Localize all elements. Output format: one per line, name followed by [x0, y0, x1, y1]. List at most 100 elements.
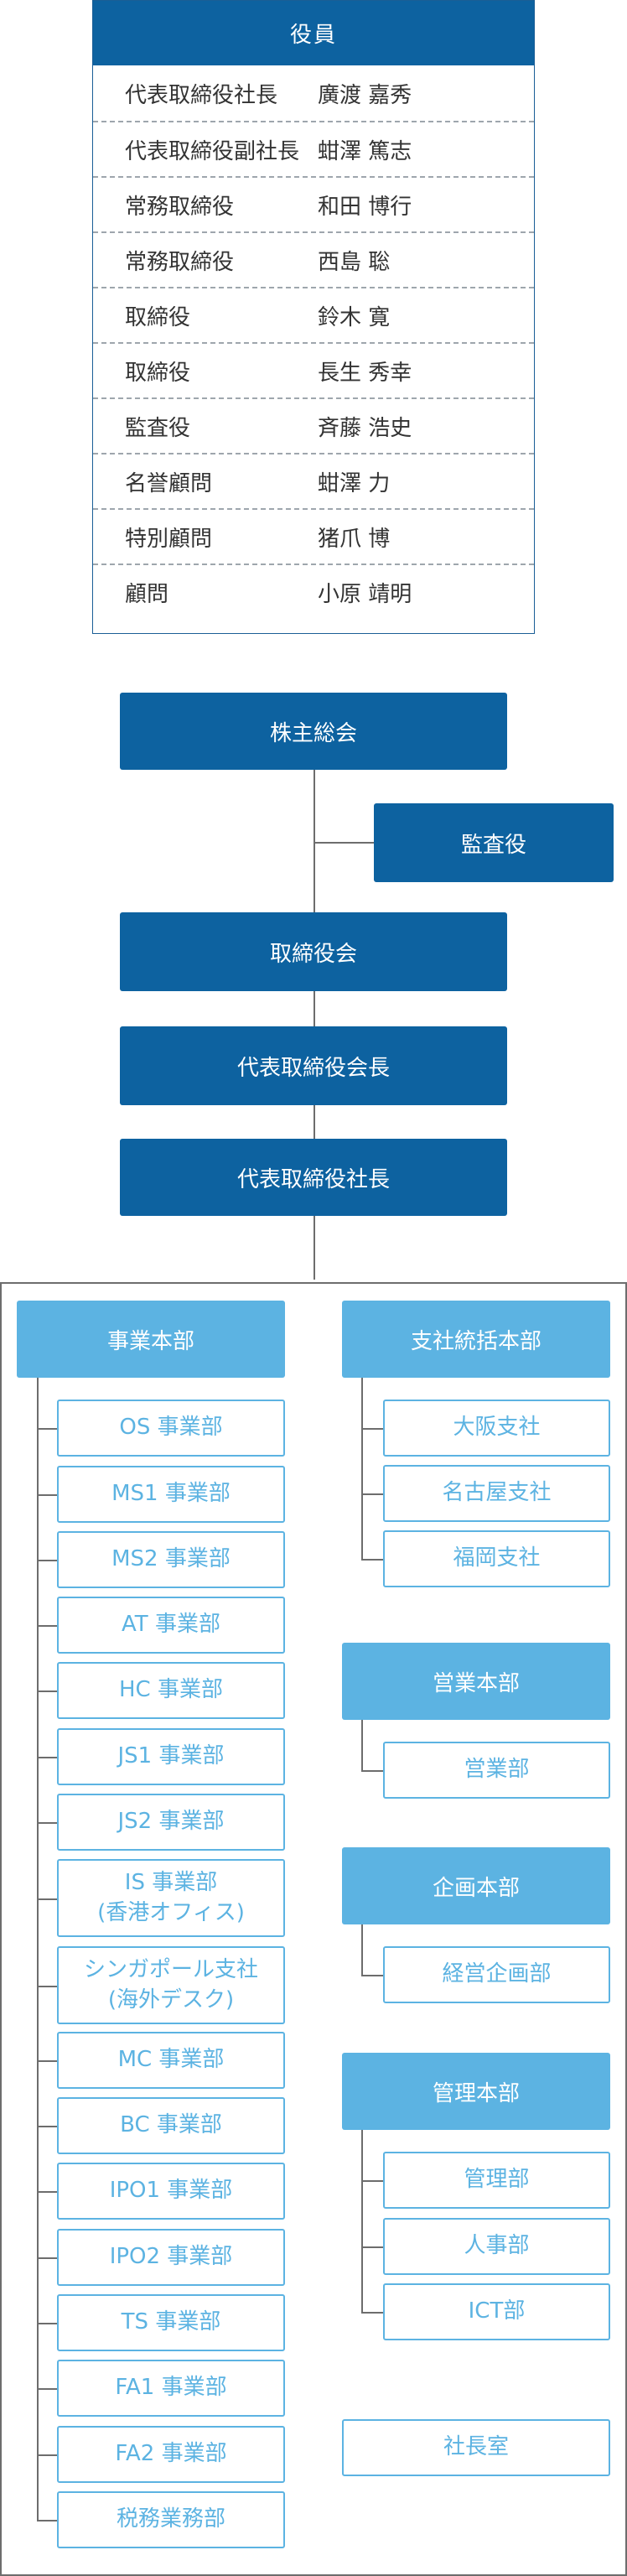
connector [361, 2312, 383, 2314]
officer-name: 廣渡 嘉秀 [318, 82, 412, 108]
admin-hq-unit-box: 管理部 [383, 2152, 610, 2209]
business-unit-box: AT 事業部 [57, 1597, 285, 1654]
connector [37, 1822, 57, 1824]
business-unit-box: 税務業務部 [57, 2491, 285, 2548]
officer-row: 取締役 鈴木 寛 [93, 287, 534, 342]
business-unit-box: IPO2 事業部 [57, 2229, 285, 2286]
connector [361, 1975, 383, 1976]
connector [37, 2060, 57, 2062]
admin-hq-unit-box: ICT部 [383, 2283, 610, 2340]
branch-hq-box: 支社統括本部 [342, 1301, 610, 1378]
officer-title: 常務取締役 [125, 194, 235, 220]
connector [361, 1770, 383, 1772]
admin-hq-box: 管理本部 [342, 2053, 610, 2130]
connector [37, 1625, 57, 1627]
sales-hq-unit-box: 営業部 [383, 1742, 610, 1799]
officer-row: 顧問 小原 靖明 [93, 564, 534, 619]
chairman-box: 代表取締役会長 [120, 1026, 507, 1105]
business-unit-box: FA2 事業部 [57, 2426, 285, 2483]
officer-title: 取締役 [125, 304, 191, 330]
connector [37, 2454, 57, 2456]
officer-row: 取締役 長生 秀幸 [93, 342, 534, 397]
branch-hq-unit-box: 福岡支社 [383, 1530, 610, 1587]
officer-name: 和田 博行 [318, 194, 412, 220]
branch-hq-unit-box: 大阪支社 [383, 1400, 610, 1457]
connector [37, 1494, 57, 1496]
connector [37, 1428, 57, 1430]
connector [37, 1985, 57, 1987]
admin-hq-unit-box: 人事部 [383, 2218, 610, 2275]
business-unit-box: MS2 事業部 [57, 1531, 285, 1588]
officer-title: 名誉顧問 [125, 470, 213, 496]
business-unit-box: HC 事業部 [57, 1662, 285, 1719]
connector [37, 1690, 57, 1692]
officer-name: 長生 秀幸 [318, 360, 412, 386]
officer-title: 取締役 [125, 360, 191, 386]
shareholders-meeting-box: 株主総会 [120, 693, 507, 770]
officer-name: 小原 靖明 [318, 581, 412, 607]
officer-row: 代表取締役副社長蚶澤 篤志 [93, 121, 534, 176]
officers-header: 役員 [93, 1, 534, 65]
president-office-box: 社長室 [342, 2419, 610, 2476]
business-unit-box: MC 事業部 [57, 2032, 285, 2089]
officer-title: 常務取締役 [125, 249, 235, 275]
officer-row: 名誉顧問 蚶澤 力 [93, 453, 534, 508]
connector [361, 1428, 383, 1430]
officer-name: 猪爪 博 [318, 526, 391, 552]
connector [361, 1924, 363, 1975]
officer-name: 鈴木 寛 [318, 304, 391, 330]
officer-title: 監査役 [125, 415, 191, 441]
business-unit-box: JS1 事業部 [57, 1728, 285, 1785]
branch-hq-unit-box: 名古屋支社 [383, 1465, 610, 1522]
connector [361, 1378, 363, 1559]
connector [314, 842, 375, 844]
officer-name: 斉藤 浩史 [318, 415, 412, 441]
connector [314, 770, 315, 1280]
connector [361, 1559, 383, 1561]
officer-title: 特別顧問 [125, 526, 213, 552]
auditor-box: 監査役 [374, 803, 614, 882]
officer-title: 顧問 [125, 581, 169, 607]
officer-name: 蚶澤 篤志 [318, 138, 412, 164]
connector [37, 1560, 57, 1561]
officer-row: 特別顧問 猪爪 博 [93, 508, 534, 564]
connector [361, 2130, 363, 2312]
officer-name: 西島 聡 [318, 249, 391, 275]
president-box: 代表取締役社長 [120, 1139, 507, 1216]
connector [37, 1898, 57, 1900]
officer-row: 常務取締役 和田 博行 [93, 176, 534, 231]
business-unit-box: OS 事業部 [57, 1400, 285, 1457]
business-hq-box: 事業本部 [17, 1301, 285, 1378]
sales-hq-box: 営業本部 [342, 1643, 610, 1720]
business-unit-box: FA1 事業部 [57, 2360, 285, 2417]
board-box: 取締役会 [120, 912, 507, 991]
connector [37, 2520, 57, 2521]
officer-title: 代表取締役副社長 [125, 138, 300, 164]
business-unit-box: シンガポール支社 (海外デスク) [57, 1946, 285, 2024]
connector [37, 2388, 57, 2390]
planning-hq-box: 企画本部 [342, 1847, 610, 1924]
officer-row: 監査役 斉藤 浩史 [93, 397, 534, 453]
officer-name: 蚶澤 力 [318, 470, 391, 496]
connector [37, 2126, 57, 2127]
organization-frame [0, 1282, 627, 2576]
connector [361, 2246, 383, 2248]
connector [37, 1378, 39, 2520]
business-unit-box: TS 事業部 [57, 2294, 285, 2351]
planning-hq-unit-box: 経営企画部 [383, 1946, 610, 2003]
connector [37, 2323, 57, 2324]
business-unit-box: BC 事業部 [57, 2097, 285, 2154]
connector [37, 2191, 57, 2193]
officer-title: 代表取締役社長 [125, 82, 278, 108]
connector [361, 1493, 383, 1495]
business-unit-box: JS2 事業部 [57, 1794, 285, 1851]
officer-row: 代表取締役社長 廣渡 嘉秀 [93, 65, 534, 121]
business-unit-box: IPO1 事業部 [57, 2163, 285, 2220]
business-unit-box: MS1 事業部 [57, 1466, 285, 1523]
connector [361, 2180, 383, 2182]
officers-table: 役員 代表取締役社長廣渡 嘉秀代表取締役副社長蚶澤 篤志常務取締役和田 博行常務… [92, 0, 535, 634]
connector [361, 1720, 363, 1770]
business-unit-box: IS 事業部 (香港オフィス) [57, 1859, 285, 1937]
connector [37, 1757, 57, 1758]
officer-row: 常務取締役 西島 聡 [93, 231, 534, 287]
